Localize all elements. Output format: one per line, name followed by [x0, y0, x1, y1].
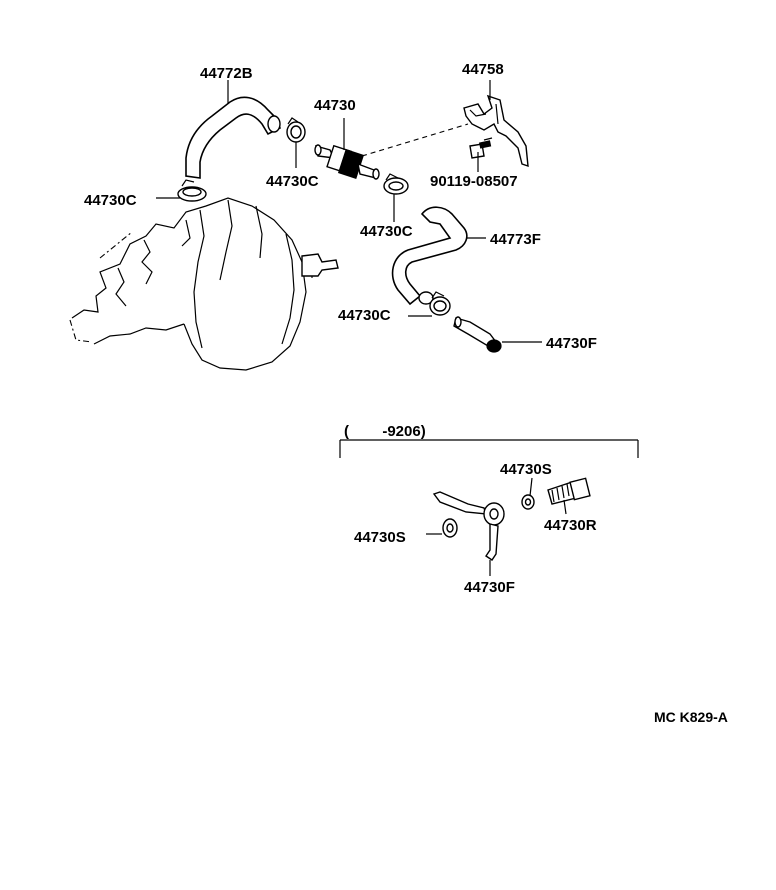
hose-clamp-lower [429, 291, 451, 316]
hose-clamp-left [177, 179, 207, 202]
label-clamp-left: 44730C [84, 192, 137, 209]
label-bracket: 44758 [462, 61, 504, 78]
label-diagram-ref: MC K829-A [654, 709, 728, 725]
label-gasket-left: 44730S [354, 529, 406, 546]
union-fitting-old [432, 491, 505, 561]
label-check-valve: 44730 [314, 97, 356, 114]
gasket-top [521, 494, 535, 510]
label-clamp-mid: 44730C [360, 223, 413, 240]
hose-clamp-top [286, 117, 306, 143]
label-hose-upper: 44772B [200, 65, 253, 82]
label-clamp-lower: 44730C [338, 307, 391, 324]
union-bolt [547, 477, 591, 505]
label-bracket-bolt: 90119-08507 [430, 173, 518, 190]
vacuum-hose-upper [185, 96, 282, 179]
label-clamp-top: 44730C [266, 173, 319, 190]
label-union-old: 44730F [464, 579, 515, 596]
hose-clamp-mid [383, 173, 409, 195]
bracket-bolt [469, 137, 493, 159]
label-hose-lower: 44773F [490, 231, 541, 248]
vacuum-hose-lower [391, 206, 468, 306]
label-union: 44730F [546, 335, 597, 352]
gasket-left [442, 518, 458, 538]
date-range-bracket [339, 439, 639, 458]
label-date-range: ( -9206) [344, 423, 426, 440]
locator-line [361, 123, 469, 157]
label-gasket-top: 44730S [500, 461, 552, 478]
check-valve [314, 144, 380, 180]
union-fitting [453, 316, 502, 353]
valve-bracket [463, 94, 529, 168]
leader-lines [156, 80, 567, 576]
brake-booster-outline [69, 197, 339, 371]
label-union-bolt: 44730R [544, 517, 597, 534]
